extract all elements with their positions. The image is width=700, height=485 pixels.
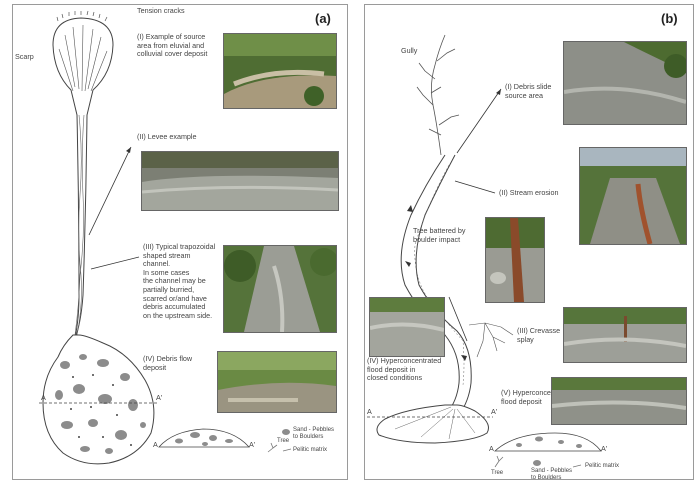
label-scarp: Scarp	[15, 52, 34, 61]
photo-source-area	[223, 33, 337, 109]
photo-debris-slide	[563, 41, 687, 125]
callout-b-1: (I) Debris slide source area	[505, 82, 552, 100]
section-mark-b-a-prime: A'	[491, 407, 498, 416]
photo-battered-tree	[485, 217, 545, 303]
callout-a-1: (I) Example of source area from eluvial …	[137, 32, 208, 59]
profile-mark-a: A	[153, 440, 158, 449]
panel-a: (a) Tension cracks Scarp (I) Example of …	[12, 4, 348, 480]
panel-letter-b: (b)	[661, 11, 678, 26]
callout-a-4: (IV) Debris flow deposit	[143, 354, 193, 372]
callout-a-3: (III) Typical trapozoidal shaped stream …	[143, 242, 216, 320]
section-mark-b-a: A	[367, 407, 372, 416]
callout-b-3: Tree battered by boulder impact	[413, 226, 466, 244]
hyperconcentrated-flow-sketch	[367, 34, 602, 468]
legend-b-matrix-label: Pelitic matrix	[585, 463, 620, 469]
profile-mark-a-prime: A'	[249, 440, 256, 449]
photo-flood-deposit	[551, 377, 687, 425]
callout-b-4: (III) Crevasse splay	[517, 326, 561, 344]
callout-a-2: (II) Levee example	[137, 132, 197, 141]
photo-crevasse-splay	[563, 307, 687, 363]
panel-b: (b) Gully (I) Debris slide source area (…	[364, 4, 694, 481]
section-mark-a: A	[41, 393, 46, 402]
photo-debris-deposit	[217, 351, 337, 413]
profile-mark-b-a: A	[489, 444, 494, 453]
legend-b-tree-label: Tree	[491, 470, 504, 476]
callout-b-5: (IV) Hyperconcentrated flood deposit in …	[367, 356, 442, 383]
label-gully: Gully	[401, 46, 418, 55]
legend-tree-label: Tree	[277, 438, 290, 444]
photo-stream-erosion	[579, 147, 687, 245]
legend-matrix-label: Pelitic matrix	[293, 447, 328, 453]
photo-closed-flood-deposit	[369, 297, 445, 357]
label-tension-cracks: Tension cracks	[137, 6, 185, 15]
legend-sand-label: Sand - Pebbles to Boulders	[293, 427, 335, 440]
photo-levee	[141, 151, 339, 211]
callout-b-2: (II) Stream erosion	[499, 188, 559, 197]
photo-stream-channel	[223, 245, 337, 333]
callout-b-6: (V) Hyperconcentrated flood deposit	[501, 388, 574, 406]
panel-letter-a: (a)	[315, 11, 331, 26]
profile-mark-b-a-prime: A'	[601, 444, 608, 453]
section-mark-a-prime: A'	[156, 393, 163, 402]
legend-b-sand-label: Sand - Pebbles to Boulders	[531, 468, 573, 481]
debris-flow-sketch	[39, 10, 292, 465]
